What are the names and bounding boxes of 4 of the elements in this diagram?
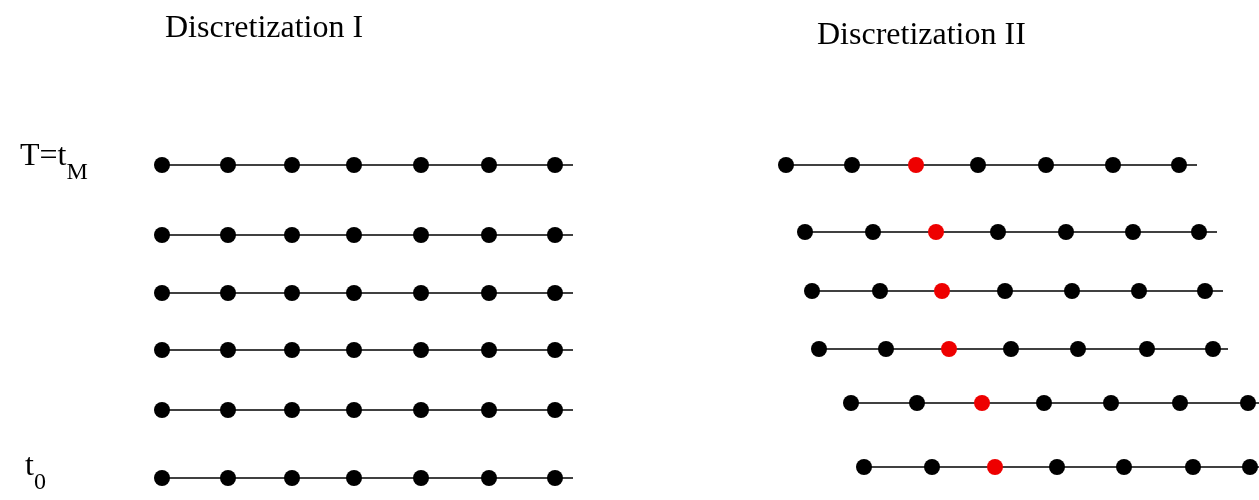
time-label: T=t$_{M}$ [20, 138, 88, 183]
panel-title: Discretization I [165, 10, 364, 42]
panel-title: Discretization II [817, 17, 1026, 49]
time-label: t$_{0}$ [25, 448, 46, 493]
